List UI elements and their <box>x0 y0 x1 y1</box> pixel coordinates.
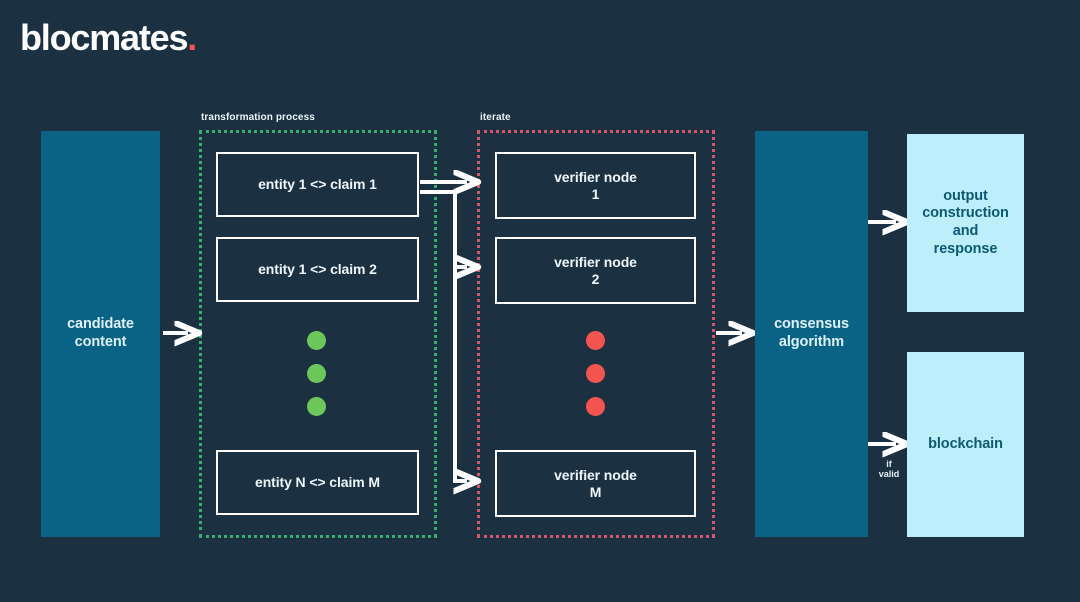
verifier-ellipsis-dots <box>586 331 605 416</box>
consensus-algorithm-line1: consensus <box>774 316 849 333</box>
entity-ellipsis-dot-1 <box>307 331 326 350</box>
verifier-node-2-line1: verifier node <box>554 253 637 270</box>
block-blockchain[interactable]: blockchain <box>907 352 1024 537</box>
verifier-node-2-line2: 2 <box>591 270 600 287</box>
block-consensus-algorithm[interactable]: consensus algorithm <box>755 131 868 537</box>
verifier-node-box-1[interactable]: verifier node 1 <box>495 152 696 219</box>
entity-ellipsis-dot-3 <box>307 397 326 416</box>
output-line1: output <box>943 187 988 204</box>
block-candidate-content[interactable]: candidate content <box>41 131 160 537</box>
candidate-content-line2: content <box>74 334 127 350</box>
verifier-node-m-line2: M <box>589 483 602 500</box>
entity-box-1[interactable]: entity 1 <> claim 1 <box>216 152 419 217</box>
verifier-ellipsis-dot-1 <box>586 331 605 350</box>
output-line3: and <box>952 223 979 239</box>
entity-box-n-label: entity N <> claim M <box>255 474 380 491</box>
verifier-ellipsis-dot-3 <box>586 397 605 416</box>
entity-box-n[interactable]: entity N <> claim M <box>216 450 419 515</box>
verifier-ellipsis-dot-2 <box>586 364 605 383</box>
verifier-node-box-2[interactable]: verifier node 2 <box>495 237 696 304</box>
group-label-iterate: iterate <box>480 112 511 123</box>
brand-logo-dot: . <box>187 17 197 58</box>
entity-ellipsis-dots <box>307 331 326 416</box>
block-output-construction-response[interactable]: output construction and response <box>907 134 1024 312</box>
group-label-transformation-process: transformation process <box>201 112 315 123</box>
candidate-content-line1: candidate <box>67 316 134 333</box>
output-line4: response <box>933 240 998 257</box>
edge-caption-if-valid: if valid <box>878 459 900 480</box>
consensus-algorithm-line2: algorithm <box>778 334 845 350</box>
brand-logo: blocmates. <box>20 16 197 60</box>
verifier-node-box-m[interactable]: verifier node M <box>495 450 696 517</box>
blockchain-label: blockchain <box>928 435 1003 452</box>
brand-logo-text: blocmates <box>20 17 188 58</box>
verifier-node-1-line2: 1 <box>591 185 600 202</box>
group-frame-iterate <box>477 130 715 538</box>
verifier-node-m-line1: verifier node <box>554 466 637 483</box>
entity-box-2[interactable]: entity 1 <> claim 2 <box>216 237 419 302</box>
output-line2: construction <box>922 205 1009 222</box>
entity-box-2-label: entity 1 <> claim 2 <box>258 261 377 278</box>
entity-box-1-label: entity 1 <> claim 1 <box>258 176 377 193</box>
entity-ellipsis-dot-2 <box>307 364 326 383</box>
verifier-node-1-line1: verifier node <box>554 168 637 185</box>
